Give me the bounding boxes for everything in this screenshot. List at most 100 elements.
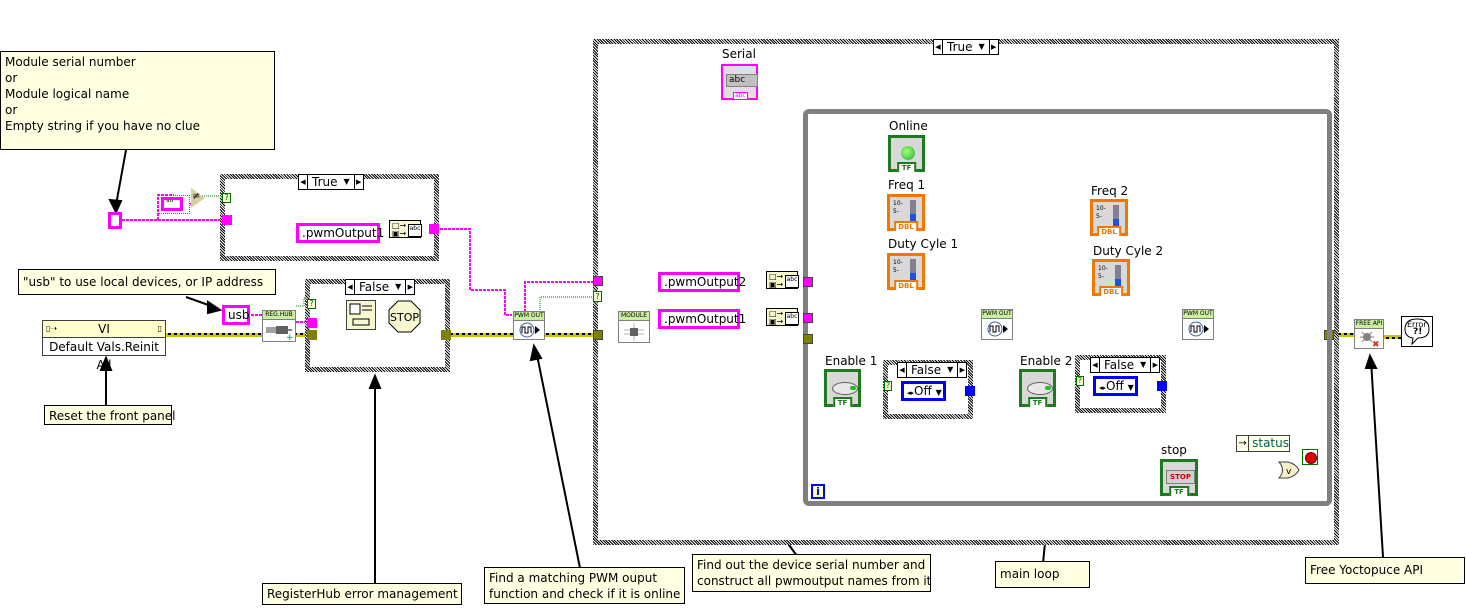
error-out-icon: ▯ — [157, 324, 162, 333]
enable2-toggle-control[interactable]: TF — [1019, 369, 1056, 407]
stop-button-control[interactable]: STOP TF — [1160, 459, 1198, 496]
slider-scale: 10-5- — [893, 200, 903, 215]
error-dialog-icon — [346, 300, 376, 330]
usb-constant[interactable]: usb — [222, 305, 250, 325]
serial-string-indicator[interactable]: abc abc — [721, 64, 758, 100]
free-api-subvi[interactable]: FREE API ✖ — [1354, 319, 1384, 349]
note-find-pwm: Find a matching PWM ouput function and c… — [484, 567, 685, 604]
svg-text:+: + — [286, 333, 294, 341]
invoke-node[interactable]: ▯➝ VI ▯ Default Vals.Reinit All — [42, 320, 166, 372]
string-tunnel — [222, 215, 232, 225]
decrement-arrow-icon[interactable]: ◀ — [346, 280, 355, 294]
string-type-tag: abc — [733, 92, 748, 100]
slider-track — [1113, 205, 1119, 227]
dropdown-icon: ▼ — [1140, 360, 1147, 369]
subvi-title: PWM OUT — [1183, 310, 1213, 319]
case-selector-terminal: ? — [307, 299, 316, 309]
concat-input-icon: ▣→ — [392, 229, 407, 238]
enum-off-constant-1[interactable]: ◂▸Off ▼ — [901, 381, 946, 401]
loop-string-tunnel — [803, 277, 813, 287]
slider-scale: 10-5- — [893, 259, 903, 274]
enum-off-constant-2[interactable]: ◂▸Off ▼ — [1093, 376, 1138, 396]
stop-label: stop — [1161, 443, 1187, 457]
case-selector-enable1[interactable]: ◀ False▼ ▶ — [897, 362, 968, 378]
increment-arrow-icon[interactable]: ▶ — [353, 175, 363, 189]
note-line: Find out the device serial number and — [697, 558, 926, 572]
find-pwm-output-subvi[interactable]: PWM OUT — [513, 311, 545, 340]
freq2-label: Freq 2 — [1091, 184, 1129, 198]
decrement-arrow-icon[interactable]: ◀ — [1091, 358, 1100, 372]
dropdown-icon: ▼ — [978, 42, 985, 51]
pwm-output2-set-subvi[interactable]: PWM OUT — [1182, 309, 1214, 340]
boolean-type-tag: TF — [896, 162, 917, 172]
get-module-subvi[interactable]: MODULE — [618, 311, 650, 343]
case-selector-outer[interactable]: ◀ True▼ ▶ — [933, 39, 999, 55]
chip-icon — [619, 321, 649, 342]
register-hub-subvi[interactable]: REG.HUB + — [262, 310, 296, 342]
case-selector-top-left[interactable]: ◀ True▼ ▶ — [298, 174, 364, 190]
concat-input-icon: ▣→ — [769, 280, 784, 289]
case-value: True — [312, 175, 338, 189]
string-output-tunnel — [429, 224, 439, 234]
pwm-output2-constant[interactable]: .pwmOutput2 — [658, 272, 746, 292]
scale-mid: 5 — [893, 208, 897, 215]
duty2-slider-control[interactable]: 10-5- DBL — [1092, 259, 1130, 296]
error-tunnel — [593, 330, 603, 340]
freq1-slider-control[interactable]: 10-5- DBL — [887, 194, 925, 231]
scale-mid: 5 — [893, 267, 897, 274]
pwm-output1-set-subvi[interactable]: PWM OUT — [981, 309, 1013, 340]
scale-max: 10 — [1098, 265, 1106, 272]
duty1-slider-control[interactable]: 10-5- DBL — [887, 253, 925, 290]
loop-condition-terminal — [1302, 449, 1318, 465]
empty-string-constant[interactable]: "" — [161, 197, 183, 211]
not-equal-symbol: ≠ — [192, 191, 201, 202]
enum-tunnel — [1157, 381, 1167, 391]
stop-sign-text: STOP — [390, 311, 419, 324]
duty2-label: Duty Cyle 2 — [1093, 244, 1164, 258]
note-main-loop: main loop — [995, 561, 1090, 588]
increment-arrow-icon[interactable]: ▶ — [405, 280, 414, 294]
scale-max: 10 — [893, 259, 901, 266]
online-led-indicator[interactable]: TF — [888, 135, 925, 172]
simple-error-handler[interactable]: Error ?! — [1401, 316, 1433, 347]
boolean-type-tag: TF — [1027, 397, 1048, 407]
case-selector-terminal: ? — [593, 291, 602, 302]
subvi-title: PWM OUT — [514, 312, 544, 321]
decrement-arrow-icon[interactable]: ◀ — [898, 363, 907, 377]
concat-input-icon: □→ — [392, 221, 407, 230]
decrement-arrow-icon[interactable]: ◀ — [934, 40, 943, 54]
pwm-wave-icon — [514, 321, 544, 339]
numeric-type-tag: DBL — [894, 280, 918, 290]
case-selector-registerhub[interactable]: ◀ False▼ ▶ — [345, 279, 416, 295]
concatenate-strings-node: □→ ▣→ abc — [766, 271, 799, 289]
note-reset-panel: Reset the front panel — [44, 405, 176, 425]
subvi-title: FREE API — [1355, 320, 1383, 329]
string-output-icon: abc — [408, 224, 422, 237]
note-line: construct all pwmoutput names from it — [697, 574, 932, 588]
slider-track — [910, 200, 916, 222]
increment-arrow-icon[interactable]: ▶ — [988, 40, 998, 54]
boolean-type-tag: TF — [832, 397, 853, 407]
case-selector-enable2[interactable]: ◀ False▼ ▶ — [1090, 357, 1161, 373]
case-value: False — [911, 363, 942, 377]
enable1-toggle-control[interactable]: TF — [824, 369, 861, 407]
reference-icon: ▯➝ — [46, 324, 58, 333]
string-output-icon: abc — [785, 312, 799, 325]
pwm-output1-constant-a[interactable]: .pwmOutput1 — [296, 223, 384, 243]
freq2-slider-control[interactable]: 10-5- DBL — [1090, 199, 1128, 236]
serial-label: Serial — [722, 47, 756, 61]
empty-string-wire-box — [158, 195, 190, 214]
string-output-icon: abc — [785, 275, 799, 288]
enum-arrows-icon: ◂▸ — [1099, 384, 1107, 392]
unbundle-arrow-icon: → — [1237, 436, 1250, 451]
increment-arrow-icon[interactable]: ▶ — [957, 363, 966, 377]
pwm-output1-constant-b[interactable]: .pwmOutput1 — [658, 309, 746, 329]
increment-arrow-icon[interactable]: ▶ — [1150, 358, 1159, 372]
module-id-string-control[interactable] — [108, 212, 122, 229]
dropdown-icon: ▼ — [1127, 383, 1134, 392]
scale-mid: 5 — [1098, 273, 1102, 280]
string-indicator-text: abc — [726, 74, 758, 87]
decrement-arrow-icon[interactable]: ◀ — [299, 175, 308, 189]
iteration-terminal: i — [811, 484, 825, 499]
pwm-wave-icon — [982, 319, 1012, 339]
